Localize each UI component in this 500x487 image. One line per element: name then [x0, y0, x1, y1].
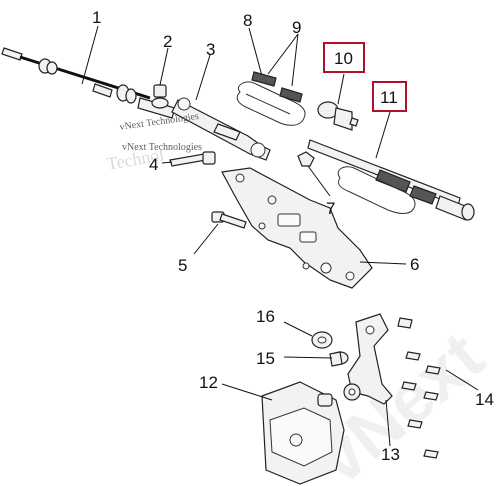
callout-11: 11 — [380, 88, 398, 107]
callout-11-highlight-box — [372, 81, 407, 112]
part-4-bolt — [169, 151, 216, 167]
part-3-lever — [171, 97, 271, 161]
part-6-bracket — [221, 167, 373, 289]
part-13-mounting-bracket — [343, 313, 393, 405]
callout-3: 3 — [206, 40, 215, 59]
callout-2: 2 — [163, 32, 172, 51]
callout-7: 7 — [326, 199, 335, 218]
part-2-fitting — [151, 84, 169, 109]
part-15-washer-screw — [329, 351, 349, 367]
callout-14: 14 — [475, 390, 494, 409]
callout-12: 12 — [199, 373, 218, 392]
part-8-spring-clip — [236, 81, 306, 126]
callout-5: 5 — [178, 256, 187, 275]
part-14-screws — [397, 317, 441, 459]
callout-4: 4 — [149, 155, 158, 174]
part-1-cable — [1, 47, 176, 119]
callout-1: 1 — [92, 8, 101, 27]
callout-10: 10 — [334, 49, 353, 68]
part-16-grommet — [311, 331, 333, 349]
part-11-rod-assembly — [307, 139, 475, 221]
callout-6: 6 — [410, 255, 419, 274]
watermark-text-2: vNext Technologies — [122, 142, 202, 153]
part-9-springs — [251, 71, 303, 103]
callout-9: 9 — [292, 18, 301, 37]
part-10-rod — [317, 101, 359, 131]
callout-8: 8 — [243, 11, 252, 30]
callout-13: 13 — [381, 445, 400, 464]
callout-10-highlight-box — [323, 42, 365, 73]
callout-16: 16 — [256, 307, 275, 326]
part-5-screw — [211, 211, 247, 229]
part-12-actuator — [261, 381, 345, 485]
callout-15: 15 — [256, 349, 275, 368]
part-7-nut — [297, 151, 315, 167]
